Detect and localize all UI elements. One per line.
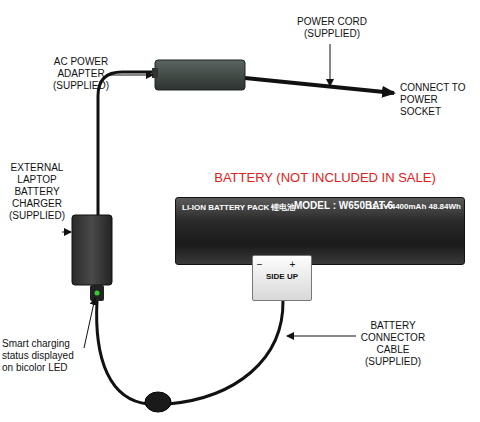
status-led — [95, 291, 100, 296]
leader-line — [287, 336, 356, 337]
ferrite-bead — [145, 392, 171, 412]
node-text: 11.1V 4400mAh 48.84Wh — [368, 202, 461, 211]
connector-cable — [97, 300, 283, 404]
charger-plug — [90, 285, 104, 301]
charger-unit — [72, 215, 112, 285]
node-text: − + — [253, 259, 311, 270]
ac-adapter — [155, 60, 245, 90]
leader-line — [330, 44, 331, 86]
adapter-plug — [152, 68, 158, 78]
callout-label: CONNECT TO POWER SOCKET — [400, 82, 478, 118]
callout-label: POWER CORD (SUPPLIED) — [292, 16, 372, 40]
leader-line — [106, 75, 153, 76]
callout-label: BATTERY (NOT INCLUDED IN SALE) — [205, 170, 445, 186]
dc-cable — [98, 72, 157, 216]
callout-label: BATTERY CONNECTOR CABLE (SUPPLIED) — [357, 320, 429, 368]
callout-label: EXTERNAL LAPTOP BATTERY CHARGER (SUPPLIE… — [4, 162, 70, 222]
callout-label: AC POWER ADAPTER (SUPPLIED) — [50, 56, 112, 92]
node-text: LI-ION BATTERY PACK 锂电池 — [182, 202, 295, 213]
battery-connector: − + SIDE UP — [252, 255, 312, 301]
leader-line — [84, 298, 95, 348]
power-cord — [245, 78, 394, 93]
leader-line — [62, 232, 71, 233]
callout-label: Smart charging status displayed on bicol… — [2, 338, 86, 374]
node-text: SIDE UP — [253, 272, 311, 281]
battery-pack: LI-ION BATTERY PACK 锂电池MODEL : W650BAT-6… — [175, 197, 465, 265]
